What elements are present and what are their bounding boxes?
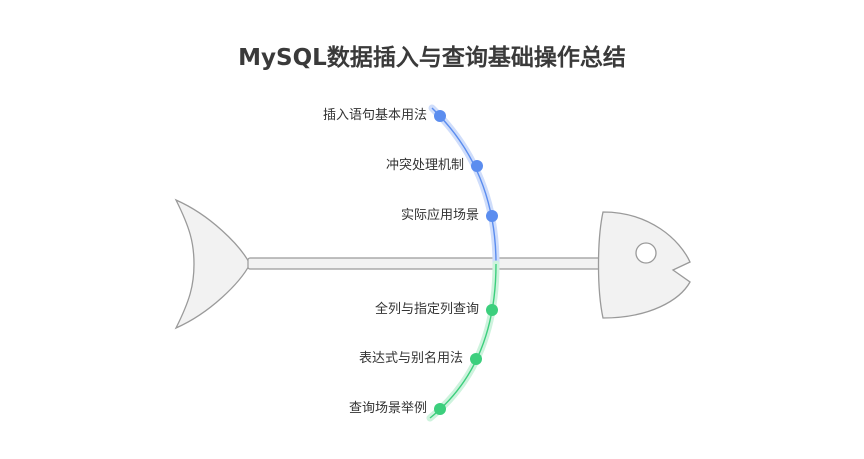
upper-label-3: 实际应用场景: [400, 208, 479, 223]
lower-node-2: [470, 353, 482, 365]
upper-node-1: [434, 110, 446, 122]
lower-bone-band: [426, 260, 500, 422]
diagram-title: MySQL数据插入与查询基础操作总结: [238, 45, 626, 71]
lower-bone-line: [429, 263, 497, 419]
upper-label-2: 冲突处理机制: [385, 158, 464, 173]
fish-spine: [247, 257, 609, 270]
upper-bone-band: [428, 104, 500, 268]
lower-label-1: 全列与指定列查询: [374, 302, 479, 317]
fish-tail: [174, 198, 251, 330]
lower-label-3: 查询场景举例: [348, 401, 427, 416]
lower-node-3: [434, 403, 446, 415]
upper-node-2: [471, 160, 483, 172]
lower-node-1: [486, 304, 498, 316]
upper-label-1: 插入语句基本用法: [322, 108, 427, 123]
upper-node-3: [486, 210, 498, 222]
fish-eye: [635, 242, 657, 264]
upper-bone-line: [431, 107, 497, 265]
fish-head: [597, 211, 691, 319]
lower-label-2: 表达式与别名用法: [358, 351, 463, 366]
